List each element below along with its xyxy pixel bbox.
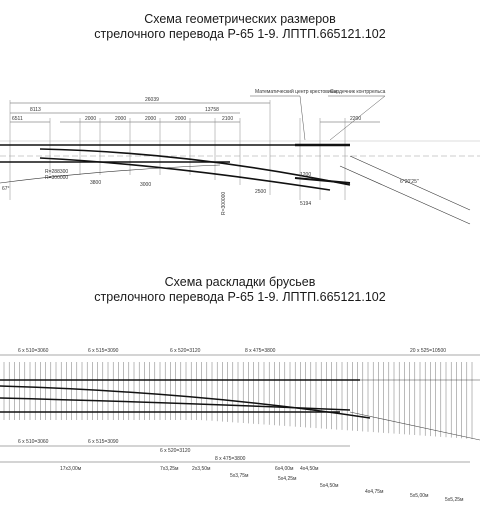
label-13758: 13758	[205, 107, 219, 113]
callout-check-rail-core	[328, 95, 386, 141]
diverging-edge	[339, 165, 471, 225]
top-label-c: 6 x 520=3120	[170, 348, 201, 354]
len-label-6: 4x4,75м	[365, 489, 384, 495]
label-3800: 3800	[90, 180, 101, 186]
diagram2-title: Схема раскладки брусьев стрелочного пере…	[0, 275, 480, 305]
rail-diverging-2	[39, 157, 331, 191]
label-2000-d: 2000	[175, 116, 186, 122]
len-label-3: 5x3,75м	[230, 473, 249, 479]
label-2000-c: 2000	[145, 116, 156, 122]
top-label-a: 6 x 510=3060	[18, 348, 49, 354]
track-ext-bottom	[349, 411, 480, 441]
label-2000-b: 2000	[115, 116, 126, 122]
len-label-8: 5x5,25м	[445, 497, 464, 503]
lead-curve	[0, 164, 221, 184]
top-label-b: 6 x 515=3090	[88, 348, 119, 354]
bot-label-d: 8 x 475=3800	[215, 456, 246, 462]
check-rail	[294, 177, 351, 184]
rail-curve-2	[0, 397, 351, 411]
rail-curve-1	[0, 385, 371, 419]
label-2100: 2100	[222, 116, 233, 122]
label-8113: 8113	[30, 107, 41, 113]
diagram1-title-line2: стрелочного перевода Р-65 1-9. ЛПТП.6651…	[94, 27, 386, 41]
label-radius-b: R=300000	[45, 175, 68, 181]
top-label-e: 20 x 525=10500	[410, 348, 446, 354]
label-6511: 6511	[12, 116, 23, 122]
diagram2-title-line1: Схема раскладки брусьев	[164, 275, 316, 289]
label-angle-left: 67°	[2, 186, 10, 192]
label-1200: 1200	[300, 172, 311, 178]
label-radius-c: R=300000	[221, 192, 227, 215]
label-math-center: Математический центр крестовины	[255, 88, 337, 95]
sleeper-ticks	[3, 362, 473, 439]
callout-math-center	[250, 95, 306, 141]
len-label-1: 17x3,00м	[60, 466, 82, 472]
bot-label-b: 6 x 515=3090	[88, 439, 119, 445]
diverging-axis	[349, 155, 471, 211]
label-5194: 5194	[300, 201, 311, 207]
len-label-2: 7x3,25м	[160, 466, 179, 472]
label-26039: 26039	[145, 97, 159, 103]
len-label-10: 6x4,00м	[275, 466, 294, 472]
top-label-d: 8 x 475=3800	[245, 348, 276, 354]
label-angle: 6°20'25"	[400, 179, 419, 185]
len-label-4: 5x4,25м	[278, 476, 297, 482]
label-radius-a: R=288300	[45, 169, 68, 175]
diagram1-title-line1: Схема геометрических размеров	[144, 12, 336, 26]
diagram2-title-line2: стрелочного перевода Р-65 1-9. ЛПТП.6651…	[94, 290, 386, 304]
len-label-5: 5x4,50м	[320, 483, 339, 489]
len-label-11: 4x4,50м	[300, 466, 319, 472]
bot-label-c: 6 x 520=3120	[160, 448, 191, 454]
label-check-rail-core: Сердечник контррельса	[330, 89, 386, 95]
rail-diverging-1	[39, 148, 351, 186]
len-label-7: 5x5,00м	[410, 493, 429, 499]
bot-label-a: 6 x 510=3060	[18, 439, 49, 445]
label-2500: 2500	[255, 189, 266, 195]
label-2000-a: 2000	[85, 116, 96, 122]
label-2200: 2200	[350, 116, 361, 122]
len-label-9: 2x3,50м	[192, 466, 211, 472]
diagram1-title: Схема геометрических размеров стрелочног…	[0, 12, 480, 42]
label-3000: 3000	[140, 182, 151, 188]
